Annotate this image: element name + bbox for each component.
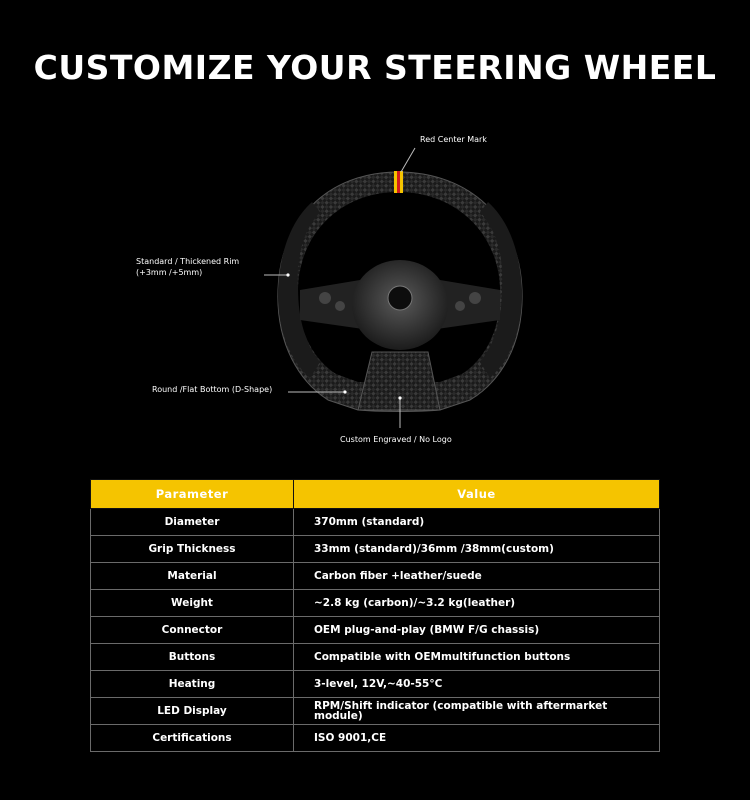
value-cell: Carbon fiber +leather/suede	[293, 562, 660, 590]
param-cell: Heating	[90, 670, 294, 698]
callout-flat-bottom: Round /Flat Bottom (D-Shape)	[152, 385, 273, 394]
spec-table: Parameter Value Diameter 370mm (standard…	[90, 479, 660, 752]
param-cell: Connector	[90, 616, 294, 644]
table-row: LED Display RPM/Shift indicator (compati…	[90, 697, 660, 725]
table-row: Heating 3-level, 12V,~40-55°C	[90, 670, 660, 698]
param-cell: LED Display	[90, 697, 294, 725]
param-cell: Buttons	[90, 643, 294, 671]
header-parameter: Parameter	[90, 479, 294, 509]
table-row: Grip Thickness 33mm (standard)/36mm /38m…	[90, 535, 660, 563]
value-cell: ISO 9001,CE	[293, 724, 660, 752]
value-cell: 33mm (standard)/36mm /38mm(custom)	[293, 535, 660, 563]
steering-wheel-illustration: Red Center Mark Standard / Thickened Rim…	[0, 120, 750, 460]
callout-engraved: Custom Engraved / No Logo	[340, 435, 452, 444]
callout-rim-line1: Standard / Thickened Rim	[136, 257, 240, 266]
table-row: Buttons Compatible with OEMmultifunction…	[90, 643, 660, 671]
callout-rim: Standard / Thickened Rim (+3mm /+5mm)	[136, 256, 266, 278]
callout-red-center-mark: Red Center Mark	[420, 135, 487, 144]
table-row: Connector OEM plug-and-play (BMW F/G cha…	[90, 616, 660, 644]
table-row: Weight ~2.8 kg (carbon)/~3.2 kg(leather)	[90, 589, 660, 617]
table-header-row: Parameter Value	[90, 479, 660, 509]
value-cell: OEM plug-and-play (BMW F/G chassis)	[293, 616, 660, 644]
table-row: Certifications ISO 9001,CE	[90, 724, 660, 752]
steering-wheel-image	[264, 147, 523, 428]
value-cell: Compatible with OEMmultifunction buttons	[293, 643, 660, 671]
param-cell: Grip Thickness	[90, 535, 294, 563]
value-cell: ~2.8 kg (carbon)/~3.2 kg(leather)	[293, 589, 660, 617]
header-value: Value	[293, 479, 660, 509]
value-cell: 3-level, 12V,~40-55°C	[293, 670, 660, 698]
value-cell: RPM/Shift indicator (compatible with aft…	[293, 697, 660, 725]
param-cell: Weight	[90, 589, 294, 617]
param-cell: Certifications	[90, 724, 294, 752]
callout-rim-line2: (+3mm /+5mm)	[136, 268, 203, 277]
value-cell: 370mm (standard)	[293, 508, 660, 536]
param-cell: Material	[90, 562, 294, 590]
table-row: Diameter 370mm (standard)	[90, 508, 660, 536]
page-title: CUSTOMIZE YOUR STEERING WHEEL	[33, 48, 717, 87]
param-cell: Diameter	[90, 508, 294, 536]
table-row: Material Carbon fiber +leather/suede	[90, 562, 660, 590]
